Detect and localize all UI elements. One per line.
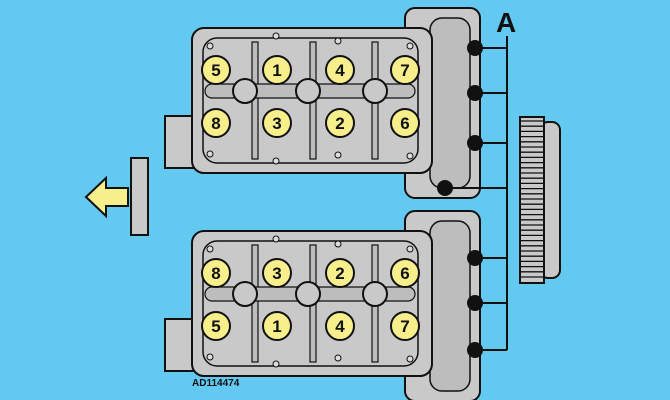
bolt-7: 7 xyxy=(390,311,420,341)
bolt-a-marker xyxy=(437,180,453,196)
bolt-number: 4 xyxy=(335,61,345,80)
bolt-number: 4 xyxy=(335,317,345,336)
bolt-number: 5 xyxy=(211,317,220,336)
bolt-a-marker xyxy=(467,342,483,358)
bolt-6: 6 xyxy=(390,108,420,138)
bolt-number: 7 xyxy=(400,317,409,336)
bolt-number: 8 xyxy=(211,264,220,283)
bolt-a-marker xyxy=(467,85,483,101)
bolt-1: 1 xyxy=(262,311,292,341)
bolt-4: 4 xyxy=(325,311,355,341)
callout-a-label: A xyxy=(496,7,516,38)
bolt-a-marker xyxy=(467,135,483,151)
bolt-number: 2 xyxy=(335,264,344,283)
figure-code: AD114474 xyxy=(192,378,240,389)
bolt-2: 2 xyxy=(325,258,355,288)
bolt-a-marker xyxy=(467,250,483,266)
bolt-number: 3 xyxy=(272,264,281,283)
bolt-number: 8 xyxy=(211,114,220,133)
lower-cylinder-head: 8 3 2 6 5 1 4 7 xyxy=(164,210,481,400)
bolt-number: 7 xyxy=(400,61,409,80)
bolt-5: 5 xyxy=(201,311,231,341)
bolt-5: 5 xyxy=(201,55,231,85)
callout-a-leaders xyxy=(437,36,508,358)
end-tab xyxy=(164,115,196,169)
bolt-number: 6 xyxy=(400,264,409,283)
end-tab xyxy=(164,318,196,372)
upper-cylinder-head: 5 1 4 7 8 3 2 6 xyxy=(164,7,481,199)
bolt-number: 5 xyxy=(211,61,220,80)
timing-sprocket xyxy=(519,116,561,284)
bolt-8: 8 xyxy=(201,258,231,288)
bolt-1: 1 xyxy=(262,55,292,85)
bolt-a-marker xyxy=(467,40,483,56)
bolt-number: 6 xyxy=(400,114,409,133)
bolt-a-marker xyxy=(467,295,483,311)
bolt-8: 8 xyxy=(201,108,231,138)
bolt-3: 3 xyxy=(262,258,292,288)
bolt-number: 1 xyxy=(272,317,281,336)
bolt-3: 3 xyxy=(262,108,292,138)
bolt-number: 2 xyxy=(335,114,344,133)
bolt-4: 4 xyxy=(325,55,355,85)
bolt-number: 1 xyxy=(272,61,281,80)
bolt-2: 2 xyxy=(325,108,355,138)
bolt-7: 7 xyxy=(390,55,420,85)
direction-arrow-icon xyxy=(84,175,129,219)
front-plate xyxy=(130,157,149,236)
bolt-number: 3 xyxy=(272,114,281,133)
bolt-6: 6 xyxy=(390,258,420,288)
